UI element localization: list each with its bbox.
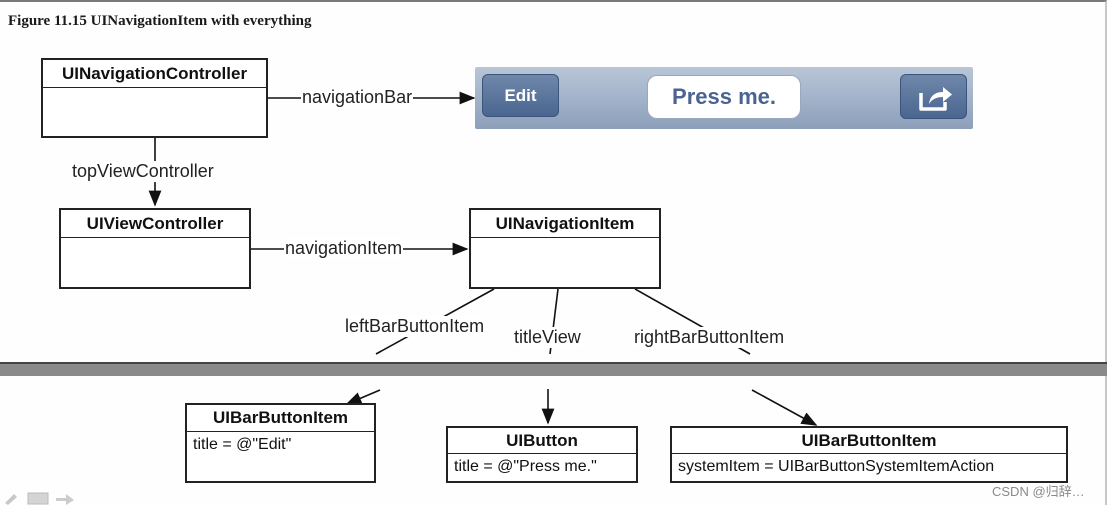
label-top-view-controller: topViewController xyxy=(71,161,215,182)
box-title: UINavigationItem xyxy=(471,210,659,238)
box-title: UIButton xyxy=(448,428,636,454)
box-view-controller: UIViewController xyxy=(59,208,251,289)
press-me-title-button[interactable]: Press me. xyxy=(647,75,801,119)
box-left-bar-button-item: UIBarButtonItem title = @"Edit" xyxy=(185,403,376,483)
box-right-bar-button-item: UIBarButtonItem systemItem = UIBarButton… xyxy=(670,426,1068,483)
box-title: UIBarButtonItem xyxy=(187,405,374,432)
box-navigation-item: UINavigationItem xyxy=(469,208,661,289)
watermark: CSDN @归辞… xyxy=(992,484,1085,499)
label-navigation-bar: navigationBar xyxy=(301,87,414,108)
label-title-view: titleView xyxy=(513,327,582,348)
label-left-bar-button-item: leftBarButtonItem xyxy=(344,316,486,337)
box-title: UINavigationController xyxy=(43,60,266,88)
navigation-bar-preview: Edit Press me. xyxy=(475,67,973,129)
action-button[interactable] xyxy=(900,74,967,119)
pencil-icon xyxy=(5,494,17,505)
edit-button[interactable]: Edit xyxy=(482,74,559,117)
box-navigation-controller: UINavigationController xyxy=(41,58,268,138)
box-title: UIBarButtonItem xyxy=(672,428,1066,454)
viewer-toolbar-icons xyxy=(5,492,74,505)
label-right-bar-button-item: rightBarButtonItem xyxy=(633,327,786,348)
label-navigation-item: navigationItem xyxy=(284,238,404,259)
box-button: UIButton title = @"Press me." xyxy=(446,426,638,483)
box-body: title = @"Press me." xyxy=(454,458,597,475)
figure-caption: Figure 11.15 UINavigationItem with every… xyxy=(8,13,312,29)
share-action-icon xyxy=(919,87,952,111)
arrow-icon xyxy=(56,494,74,505)
menu-icon xyxy=(27,492,49,505)
box-body: title = @"Edit" xyxy=(193,436,292,453)
edge-left-bar-button-item-lower xyxy=(345,389,381,405)
box-body: systemItem = UIBarButtonSystemItemAction xyxy=(678,458,995,475)
edge-right-bar-button-item-lower xyxy=(751,389,818,426)
box-title: UIViewController xyxy=(61,210,249,238)
